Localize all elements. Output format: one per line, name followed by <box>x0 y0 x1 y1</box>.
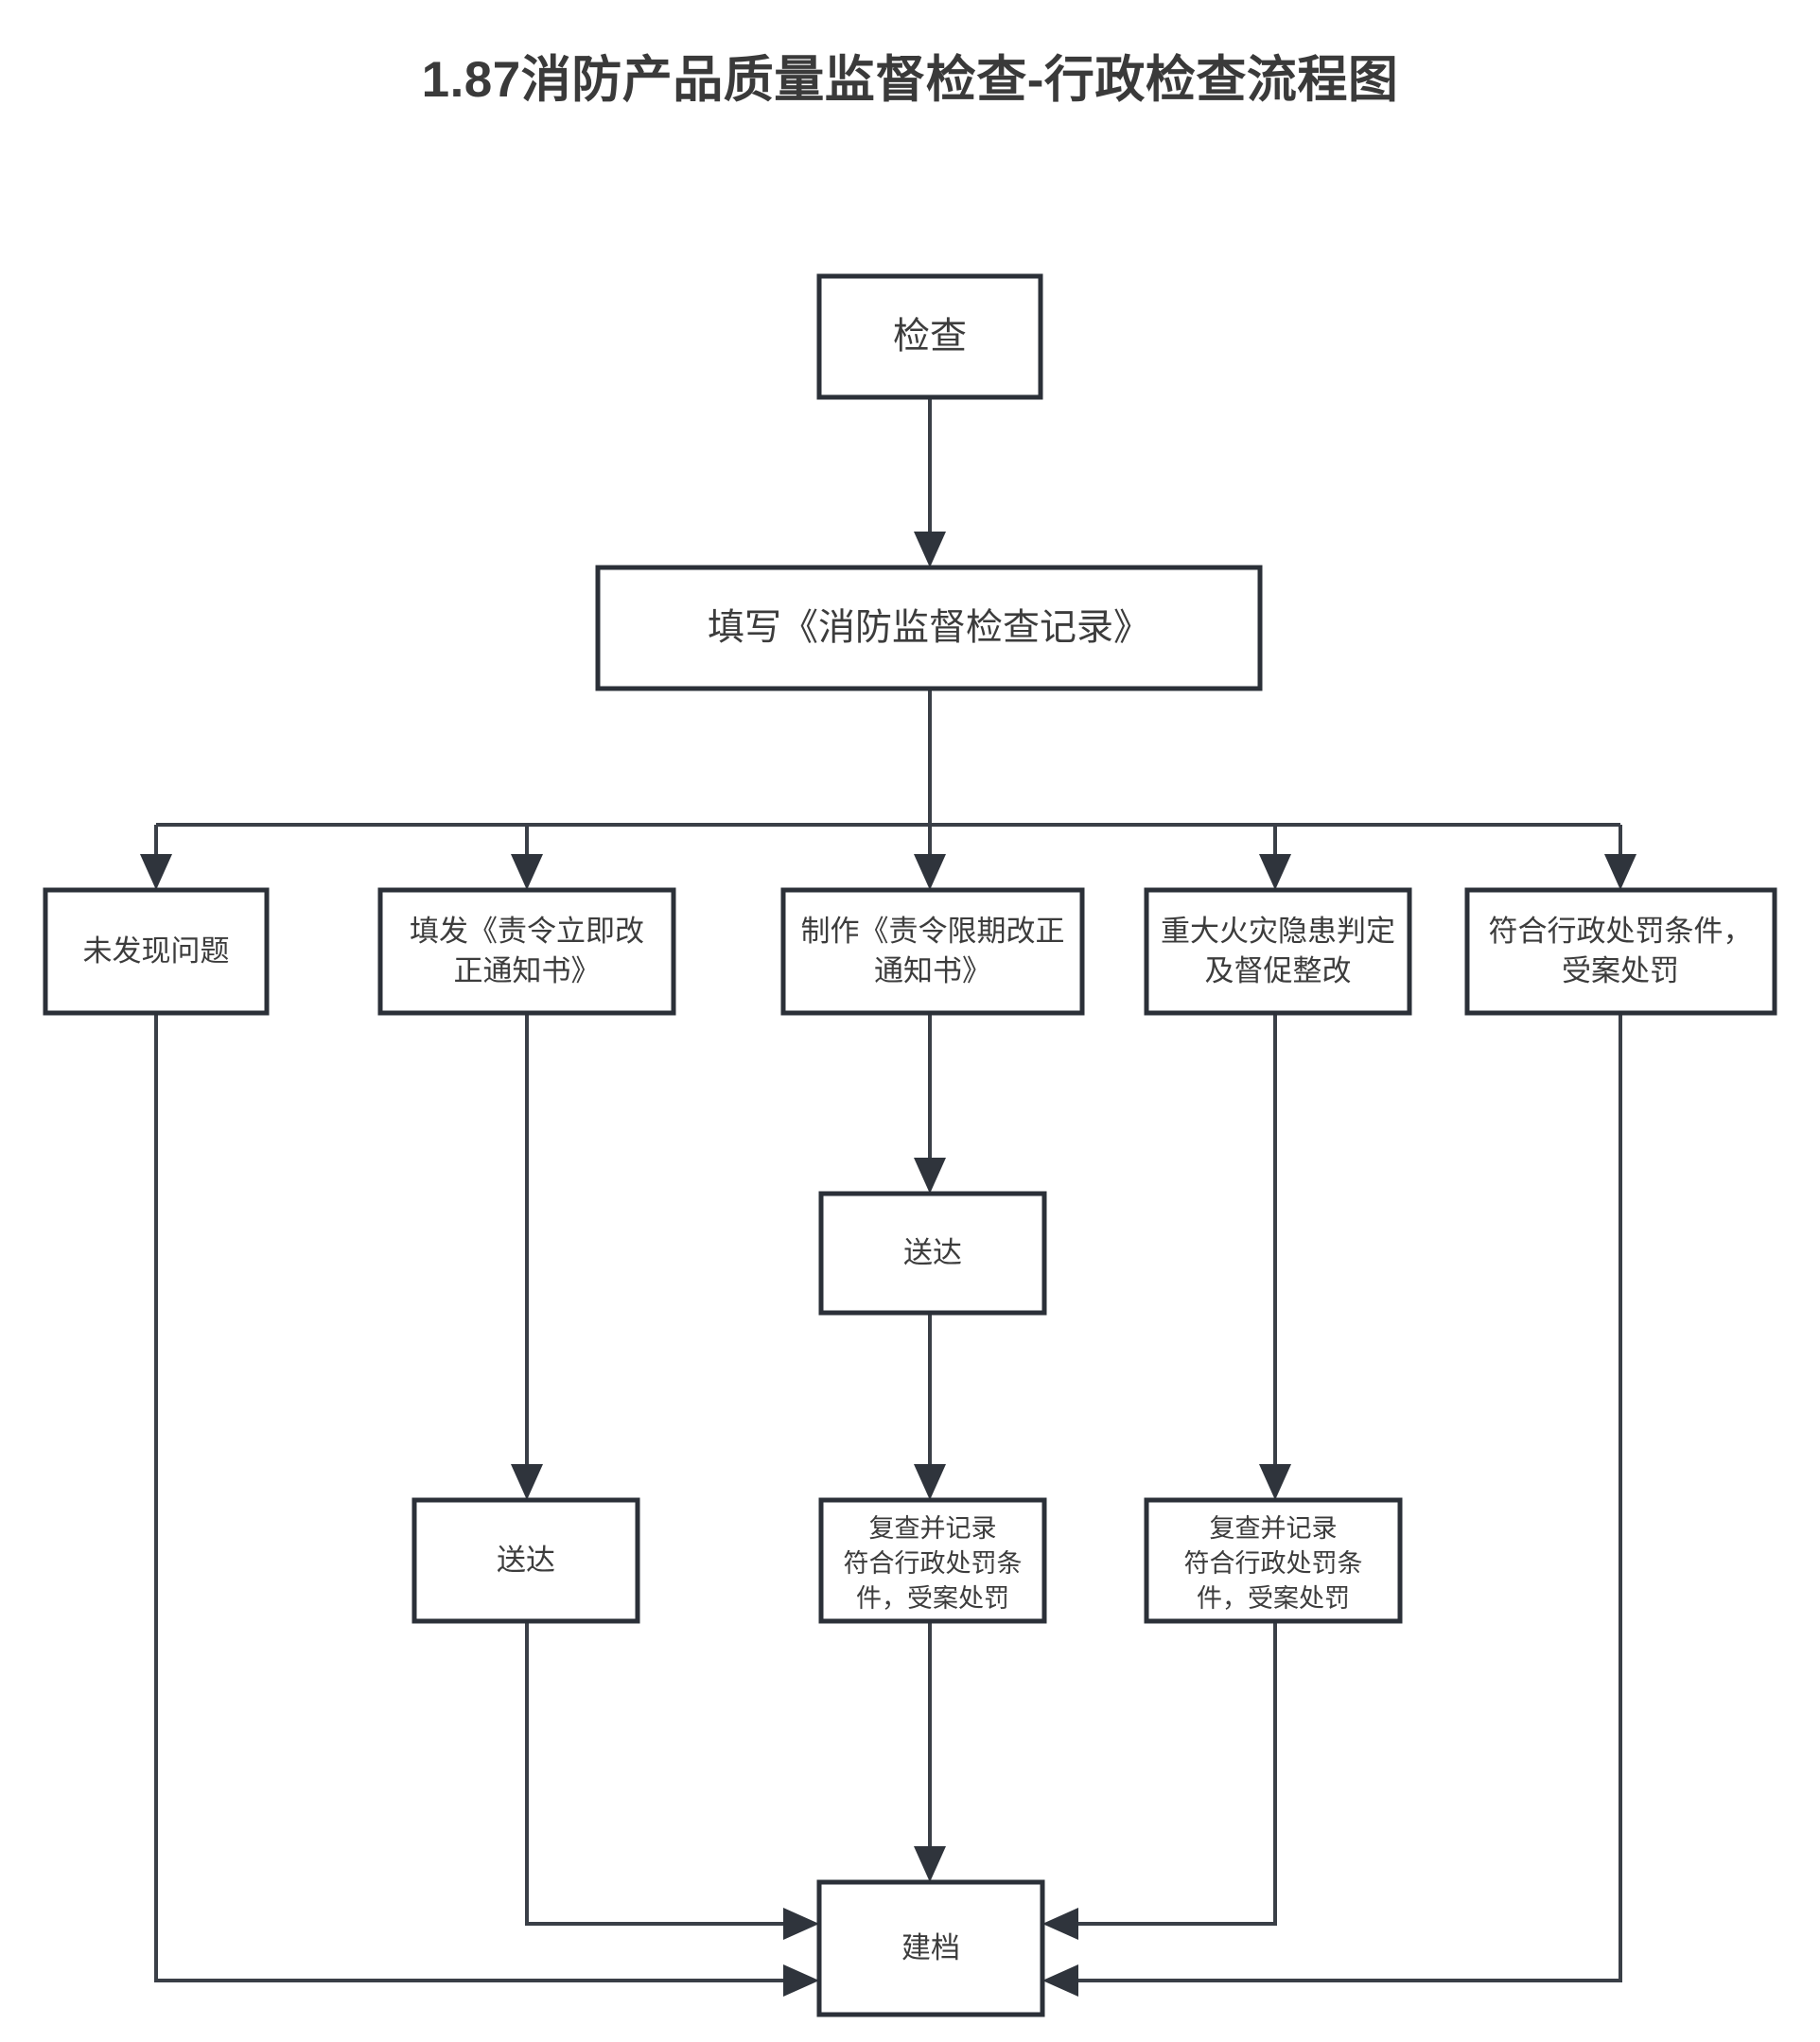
node-make-time-limited-correction-notice[interactable]: 制作《责令限期改正 通知书》 <box>780 887 1085 1016</box>
arrow-head-icon <box>140 854 172 890</box>
node-layer: 检查 填写《消防监督检查记录》 未发现问题 填发《责令立即改 正通知书》 制作《… <box>43 273 1777 2017</box>
arrow-head-icon <box>914 1464 946 1500</box>
node-label-line2: 符合行政处罚条 <box>844 1549 1023 1578</box>
node-meets-penalty-conditions[interactable]: 符合行政处罚条件， 受案处罚 <box>1464 887 1777 1016</box>
edge-n3-n12 <box>154 1013 798 1982</box>
node-label-line2: 通知书》 <box>874 954 991 987</box>
node-label: 送达 <box>903 1236 962 1269</box>
node-label: 填写《消防监督检查记录》 <box>708 607 1150 648</box>
node-box[interactable] <box>377 887 676 1016</box>
arrow-head-icon <box>783 1964 819 1997</box>
node-service-delivery-upper[interactable]: 送达 <box>818 1191 1047 1316</box>
node-fill-inspection-record[interactable]: 填写《消防监督检查记录》 <box>595 565 1263 691</box>
edge-n9-n12 <box>525 1621 798 1926</box>
node-label-line2: 受案处罚 <box>1562 954 1679 987</box>
node-label: 未发现问题 <box>83 934 230 968</box>
arrow-head-icon <box>914 532 946 567</box>
node-issue-immediate-correction-notice[interactable]: 填发《责令立即改 正通知书》 <box>377 887 676 1016</box>
node-major-fire-hazard-determination[interactable]: 重大火灾隐患判定 及督促整改 <box>1144 887 1412 1016</box>
node-label-line1: 复查并记录 <box>1210 1514 1338 1543</box>
edge-n11-n12 <box>1063 1621 1277 1926</box>
node-service-delivery-lower[interactable]: 送达 <box>411 1497 640 1624</box>
arrow-head-icon <box>511 854 543 890</box>
node-label-line1: 制作《责令限期改正 <box>801 915 1065 948</box>
arrow-head-icon <box>511 1464 543 1500</box>
node-box[interactable] <box>816 1879 1045 2017</box>
page-title: 1.87消防产品质量监督检查-行政检查流程图 <box>421 52 1399 108</box>
node-label-line1: 复查并记录 <box>869 1514 997 1543</box>
node-box[interactable] <box>1144 1497 1403 1624</box>
node-box[interactable] <box>1464 887 1777 1016</box>
arrow-head-icon <box>914 854 946 890</box>
node-label: 检查 <box>893 316 967 357</box>
node-review-and-record-right[interactable]: 复查并记录 符合行政处罚条 件，受案处罚 <box>1144 1497 1403 1624</box>
node-label: 送达 <box>497 1544 555 1577</box>
node-label-line3: 件，受案处罚 <box>856 1584 1009 1613</box>
node-inspection[interactable]: 检查 <box>816 273 1043 400</box>
node-box[interactable] <box>595 565 1263 691</box>
node-box[interactable] <box>780 887 1085 1016</box>
edge-layer <box>140 397 1636 1997</box>
node-review-and-record-middle[interactable]: 复查并记录 符合行政处罚条 件，受案处罚 <box>818 1497 1047 1624</box>
edge-n7-n12 <box>1063 1013 1622 1982</box>
node-label-line1: 填发《责令立即改 <box>410 915 644 948</box>
arrow-head-icon <box>1042 1964 1078 1997</box>
arrow-head-icon <box>914 1846 946 1882</box>
node-label-line2: 正通知书》 <box>454 954 601 987</box>
arrow-head-icon <box>1042 1908 1078 1940</box>
arrow-head-icon <box>1259 854 1291 890</box>
node-box[interactable] <box>818 1191 1047 1316</box>
node-box[interactable] <box>818 1497 1047 1624</box>
arrow-head-icon <box>1259 1464 1291 1500</box>
node-label: 建档 <box>901 1931 960 1964</box>
node-box[interactable] <box>816 273 1043 400</box>
node-label-line1: 重大火灾隐患判定 <box>1161 915 1395 948</box>
node-box[interactable] <box>43 887 270 1016</box>
node-label-line1: 符合行政处罚条件， <box>1489 915 1753 948</box>
node-box[interactable] <box>411 1497 640 1624</box>
arrow-head-icon <box>1604 854 1636 890</box>
node-no-problem-found[interactable]: 未发现问题 <box>43 887 270 1016</box>
node-label-line3: 件，受案处罚 <box>1197 1584 1350 1613</box>
arrow-head-icon <box>783 1908 819 1940</box>
arrow-head-icon <box>914 1158 946 1194</box>
node-box[interactable] <box>1144 887 1412 1016</box>
node-create-archive[interactable]: 建档 <box>816 1879 1045 2017</box>
node-label-line2: 符合行政处罚条 <box>1184 1549 1363 1578</box>
node-label-line2: 及督促整改 <box>1205 954 1352 987</box>
